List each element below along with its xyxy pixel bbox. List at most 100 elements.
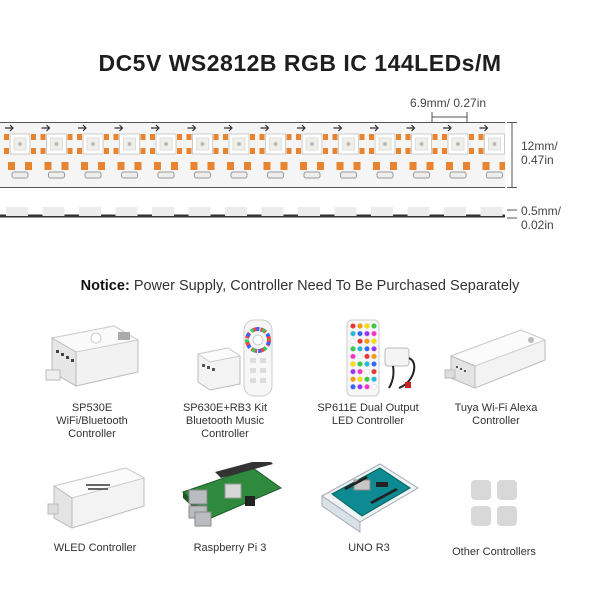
edge-led <box>371 207 393 216</box>
controller-wled: WLED Controller <box>20 462 170 555</box>
remote-key <box>350 368 356 375</box>
controller-sp630e: SP630E+RB3 Kit Bluetooth Music Controlle… <box>150 318 300 441</box>
thickness-label: 0.5mm/ 0.02in <box>521 204 561 232</box>
remote-key <box>350 323 356 329</box>
remote-key <box>364 368 370 375</box>
remote-key <box>357 384 363 390</box>
led-unit <box>77 124 109 179</box>
edge-led <box>79 207 101 216</box>
remote-key <box>371 330 377 337</box>
led-unit <box>478 124 505 179</box>
uno-image <box>321 463 419 533</box>
led-unit <box>259 124 292 179</box>
controller-sp611e: SP611E Dual Output LED Controller <box>293 318 443 428</box>
remote-key <box>357 353 363 360</box>
sp530e-image <box>45 325 140 387</box>
led-unit <box>186 124 219 179</box>
edge-led <box>444 207 466 216</box>
remote-key <box>364 361 370 367</box>
edge-led <box>42 207 65 216</box>
remote-key <box>371 345 377 352</box>
led-strip-front-image <box>0 122 505 188</box>
controller-label: UNO R3 <box>348 542 390 554</box>
edge-led <box>480 207 503 216</box>
page-title: DC5V WS2812B RGB IC 144LEDs/M <box>98 50 502 76</box>
controller-tuya: Tuya Wi-Fi Alexa Controller <box>421 322 571 428</box>
thickness-mm: 0.5mm/ <box>521 204 562 218</box>
controller-label: SP630E+RB3 Kit Bluetooth Music Controlle… <box>182 402 268 440</box>
thickness-in: 0.02in <box>521 218 554 232</box>
width-label: 12mm/ 0.47in <box>521 139 558 167</box>
notice: Notice: Power Supply, Controller Need To… <box>0 278 600 294</box>
grid-icon <box>471 480 517 526</box>
led-unit <box>296 124 328 179</box>
led-unit <box>405 124 438 179</box>
thickness-dimension-line <box>507 209 517 219</box>
edge-led <box>407 207 430 216</box>
edge-led <box>6 207 28 216</box>
controller-label: Raspberry Pi 3 <box>193 542 267 554</box>
remote-key <box>357 376 363 383</box>
remote-key <box>364 338 370 345</box>
remote-key <box>357 338 363 345</box>
remote-key <box>371 323 377 329</box>
notice-text: Power Supply, Controller Need To Be Purc… <box>133 278 520 294</box>
width-in: 0.47in <box>521 153 554 167</box>
remote-key <box>357 330 363 337</box>
edge-led <box>334 207 357 216</box>
controller-label: WLED Controller <box>53 542 137 554</box>
width-mm: 12mm/ <box>521 139 558 153</box>
remote-key <box>350 330 356 337</box>
notice-label: Notice: <box>80 278 130 294</box>
controller-label: SP530E WiFi/Bluetooth Controller <box>56 402 128 440</box>
remote-key <box>364 323 370 329</box>
remote-key <box>364 353 370 360</box>
led-strip-side-image <box>0 207 505 218</box>
remote-key <box>357 345 363 352</box>
controller-uno: UNO R3 <box>294 458 444 555</box>
wled-image <box>47 467 146 529</box>
led-unit <box>4 124 36 179</box>
remote-key <box>350 376 356 383</box>
pitch-label: 6.9mm/ 0.27in <box>410 96 487 110</box>
remote-key <box>364 376 370 383</box>
remote-key <box>357 368 363 375</box>
edge-led <box>261 207 284 216</box>
controller-raspberry-pi: Raspberry Pi 3 <box>155 462 305 555</box>
width-dimension-line <box>507 122 517 188</box>
raspberry-pi-image <box>182 462 283 527</box>
controller-label: Other Controllers <box>452 546 536 558</box>
edge-led <box>225 207 247 216</box>
remote-key <box>350 353 356 360</box>
remote-key <box>364 330 370 337</box>
edge-led <box>152 207 174 216</box>
remote-key <box>371 338 377 345</box>
edge-led <box>188 207 211 216</box>
remote-key <box>371 384 377 390</box>
remote-key <box>371 353 377 360</box>
controller-other: Other Controllers <box>419 478 569 559</box>
controller-label: SP611E Dual Output LED Controller <box>317 402 419 427</box>
remote-key <box>357 323 363 329</box>
remote-key <box>371 376 377 383</box>
led-unit <box>223 124 255 179</box>
led-unit <box>40 124 73 179</box>
remote-key <box>350 361 356 367</box>
sp611e-image <box>346 319 416 397</box>
controller-sp530e: SP530E WiFi/Bluetooth Controller <box>17 320 167 441</box>
led-unit <box>369 124 401 179</box>
remote-key <box>357 361 363 367</box>
remote-key <box>350 384 356 390</box>
controller-label: Tuya Wi-Fi Alexa Controller <box>454 402 538 427</box>
remote-key <box>350 338 356 345</box>
remote-key <box>364 384 370 390</box>
sp630e-image <box>196 319 273 397</box>
led-unit <box>150 124 182 179</box>
remote-key <box>364 345 370 352</box>
remote-key <box>371 361 377 367</box>
edge-led <box>298 207 320 216</box>
remote-key <box>350 345 356 352</box>
led-unit <box>113 124 146 179</box>
led-unit <box>332 124 365 179</box>
led-unit <box>442 124 474 179</box>
